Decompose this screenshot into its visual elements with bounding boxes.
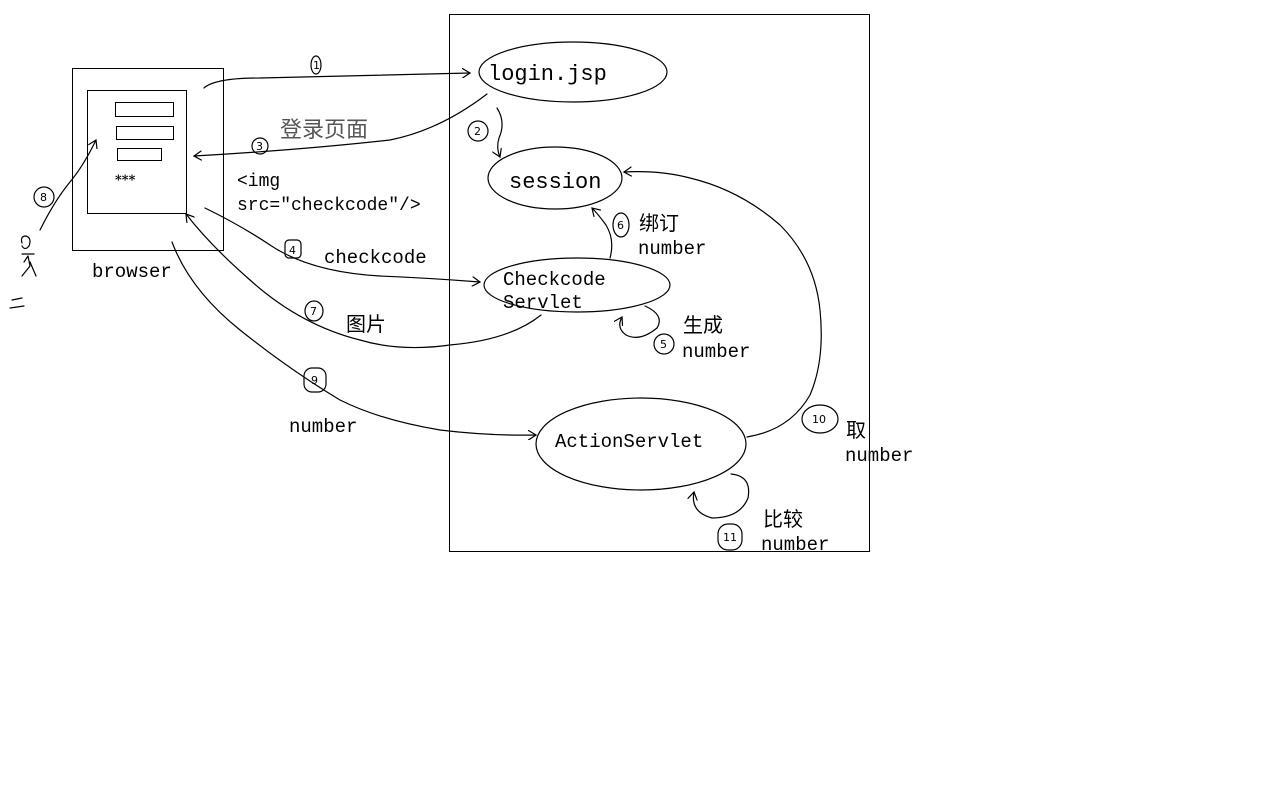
step-9: 9 xyxy=(311,374,318,387)
edge-6: 6 绑订 number xyxy=(592,208,706,260)
edge-3-img-line1: <img xyxy=(237,172,280,192)
edge-3: 3 登录页面 <img src="checkcode"/> xyxy=(194,93,488,216)
edge-5-label-2: number xyxy=(682,341,750,363)
step-10: 10 xyxy=(812,413,826,426)
edge-3-label: 登录页面 xyxy=(280,118,368,143)
edge-11-label-1: 比较 xyxy=(763,507,803,531)
session-node: session xyxy=(487,146,623,210)
form-field-1 xyxy=(115,102,174,117)
server-container xyxy=(449,14,870,552)
step-5: 5 xyxy=(660,338,667,351)
checkcode-label-2: Servlet xyxy=(503,292,583,314)
step-6: 6 xyxy=(617,219,624,232)
captcha-dots: *** xyxy=(115,173,136,188)
edge-6-label-1: 绑订 xyxy=(639,211,679,235)
step-3: 3 xyxy=(256,140,263,153)
step-8: 8 xyxy=(40,191,47,204)
edge-11-label-2: number xyxy=(761,534,829,556)
step-2: 2 xyxy=(474,125,481,138)
edge-6-label-2: number xyxy=(638,238,706,260)
step-4: 4 xyxy=(289,244,296,257)
edge-4: 4 checkcode xyxy=(204,207,480,282)
edge-4-label: checkcode xyxy=(324,247,427,269)
edge-9-label: number xyxy=(289,416,357,438)
step-11: 11 xyxy=(723,531,737,544)
browser-label: browser xyxy=(92,261,172,283)
login-jsp-node: login.jsp xyxy=(478,41,668,103)
edge-5: 5 生成 number xyxy=(620,305,750,363)
edge-9: 9 number xyxy=(171,241,536,438)
step-7: 7 xyxy=(310,305,317,318)
edge-1: 1 xyxy=(203,55,470,89)
edge-10-label-2: number xyxy=(845,445,913,467)
edge-7: 7 图片 xyxy=(186,214,542,349)
form-field-3 xyxy=(117,148,162,161)
edge-3-img-line2: src="checkcode"/> xyxy=(237,196,421,216)
form-field-2 xyxy=(116,126,174,140)
edge-10-label-1: 取 xyxy=(846,418,866,442)
edge-11: 11 比较 number xyxy=(693,473,829,556)
step-1: 1 xyxy=(313,59,320,72)
user-figure xyxy=(9,235,37,309)
action-servlet-node: ActionServlet xyxy=(535,397,747,491)
checkcode-servlet-node: Checkcode Servlet xyxy=(483,257,671,314)
edge-10: 10 取 number xyxy=(624,172,913,467)
action-servlet-label: ActionServlet xyxy=(555,431,703,453)
browser-window: *** xyxy=(72,68,224,251)
edge-7-label: 图片 xyxy=(346,312,386,336)
checkcode-label-1: Checkcode xyxy=(503,269,606,291)
edge-5-label-1: 生成 xyxy=(683,313,723,337)
edge-2: 2 xyxy=(467,107,503,157)
session-label: session xyxy=(509,170,601,195)
login-jsp-label: login.jsp xyxy=(488,62,607,87)
edge-8: 8 xyxy=(33,140,96,231)
